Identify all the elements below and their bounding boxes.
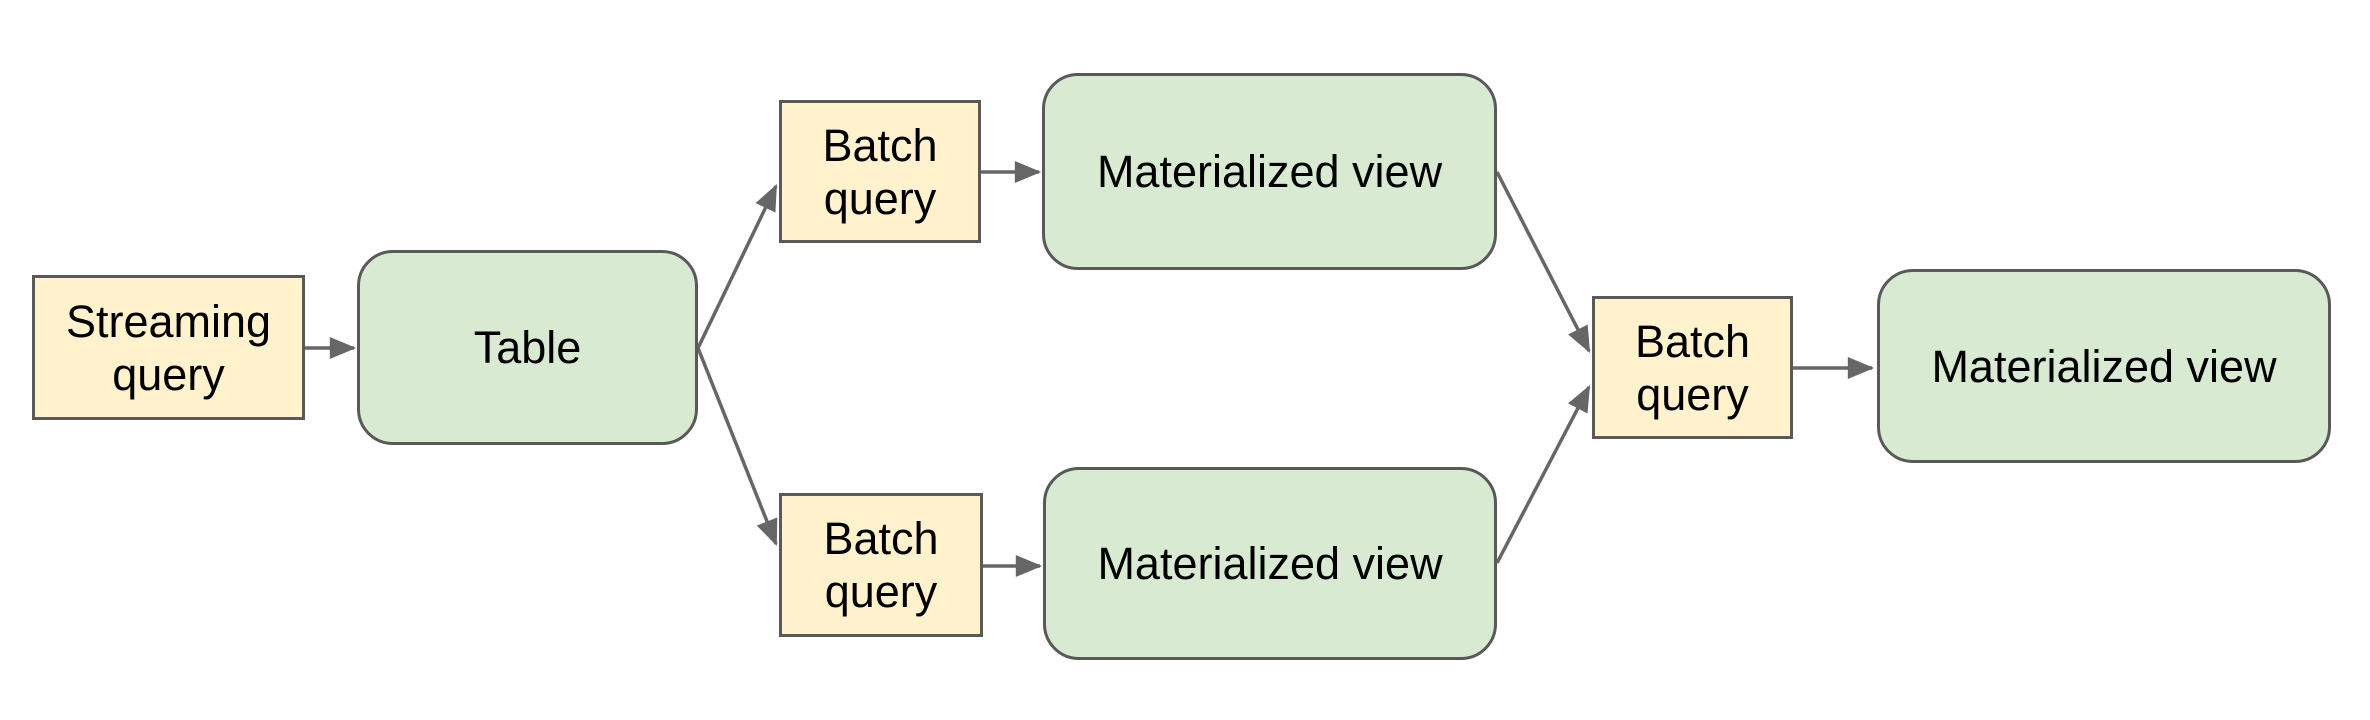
node-materialized-view-top: Materialized view <box>1042 73 1497 270</box>
node-batch-query-final-label: Batch query <box>1634 315 1751 420</box>
node-table-label: Table <box>473 322 582 373</box>
node-table: Table <box>357 250 698 445</box>
node-materialized-view-top-label: Materialized view <box>1096 146 1443 197</box>
node-materialized-view-bottom: Materialized view <box>1043 467 1497 660</box>
node-streaming-query: Streaming query <box>32 275 305 420</box>
edge-mv-bottom-to-batch-query-final <box>1495 385 1591 564</box>
node-materialized-view-bottom-label: Materialized view <box>1097 538 1443 589</box>
node-streaming-query-label: Streaming query <box>65 295 272 400</box>
node-batch-query-final: Batch query <box>1592 296 1793 439</box>
edge-table-to-batch-query-top <box>696 184 778 349</box>
node-materialized-view-final-label: Materialized view <box>1931 340 2277 392</box>
edge-mv-top-to-batch-query-final <box>1495 171 1591 353</box>
edge-table-to-batch-query-bottom <box>696 347 778 547</box>
node-batch-query-top: Batch query <box>779 100 981 243</box>
node-batch-query-bottom: Batch query <box>779 493 983 637</box>
node-batch-query-bottom-label: Batch query <box>823 513 939 617</box>
node-materialized-view-final: Materialized view <box>1877 269 2331 463</box>
node-batch-query-top-label: Batch query <box>822 119 938 224</box>
